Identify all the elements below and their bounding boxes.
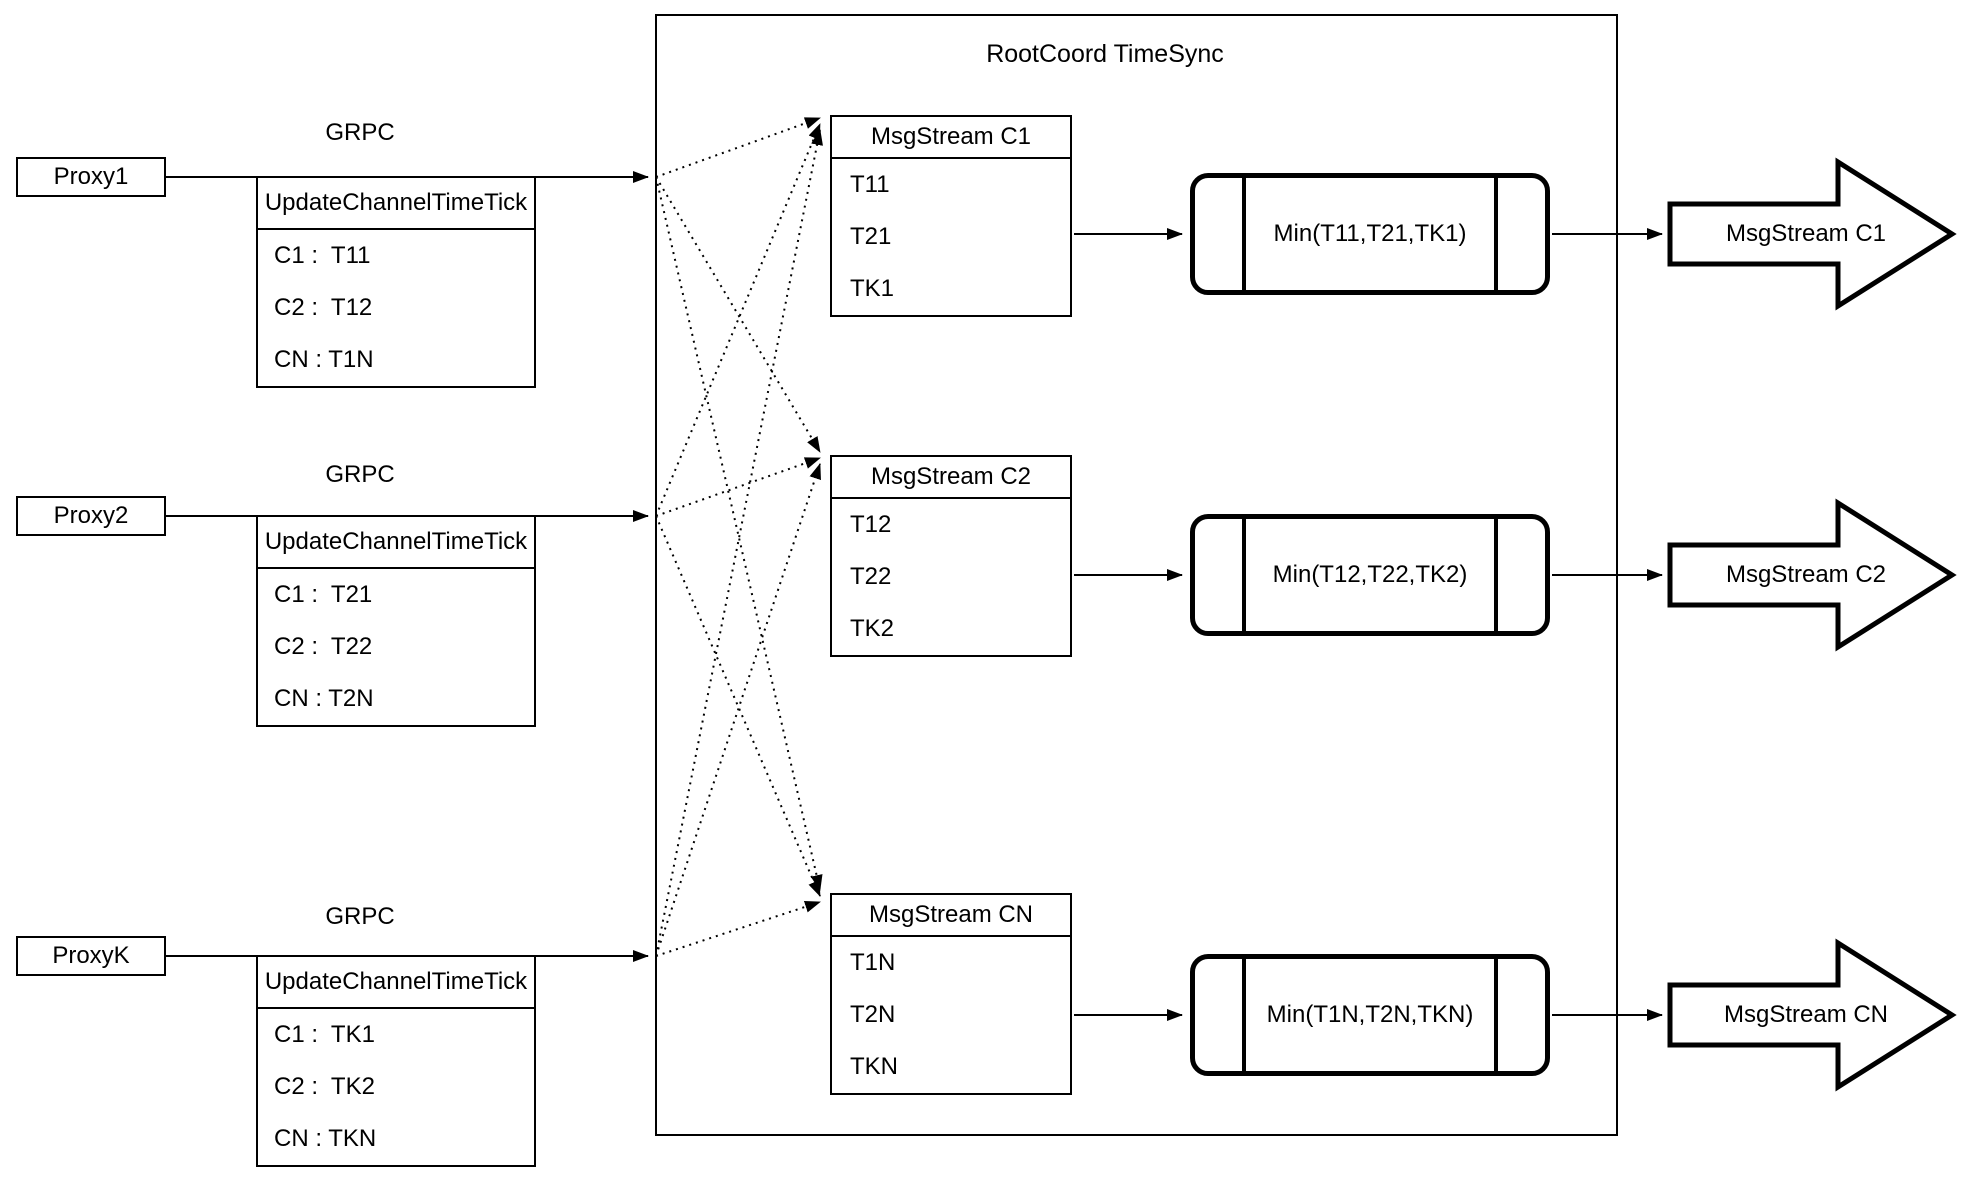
msgstream-table-header: MsgStream CN <box>832 895 1070 937</box>
proxy1-timetick-table: UpdateChannelTimeTick C1 : T11 C2 : T12 … <box>256 176 536 388</box>
msgstream-tick: TK1 <box>850 275 895 302</box>
msgstream-tick: T2N <box>850 1001 896 1028</box>
rootcoord-title: RootCoord TimeSync <box>986 40 1224 68</box>
min-node-label: Min(T12,T22,TK2) <box>1272 561 1468 588</box>
min-node-c1: Min(T11,T21,TK1) <box>1190 173 1550 295</box>
msgstream-tick: T12 <box>850 511 892 538</box>
output-arrow-label-c1: MsgStream C1 <box>1725 220 1887 247</box>
msgstream-tick: T1N <box>850 949 896 976</box>
grpc-label-2: GRPC <box>325 461 395 488</box>
timetick-row: C1 : T21 <box>274 581 373 608</box>
timetick-row: C1 : T11 <box>274 242 371 269</box>
output-arrow-label-cn: MsgStream CN <box>1723 1001 1889 1028</box>
min-node-right-bar <box>1494 178 1498 290</box>
msgstream-cn-table: MsgStream CN T1N T2N TKN <box>830 893 1072 1095</box>
timetick-table-header: UpdateChannelTimeTick <box>258 517 534 569</box>
proxy1-label: Proxy1 <box>53 163 129 190</box>
grpc-label-1: GRPC <box>325 119 395 146</box>
timetick-row: C2 : T22 <box>274 633 373 660</box>
proxyk-box: ProxyK <box>16 936 166 976</box>
msgstream-c1-table: MsgStream C1 T11 T21 TK1 <box>830 115 1072 317</box>
min-node-right-bar <box>1494 519 1498 631</box>
timetick-row: C2 : T12 <box>274 294 373 321</box>
min-node-cn: Min(T1N,T2N,TKN) <box>1190 954 1550 1076</box>
min-node-label: Min(T1N,T2N,TKN) <box>1266 1001 1474 1028</box>
min-node-left-bar <box>1242 959 1246 1071</box>
msgstream-tick: T11 <box>850 171 890 198</box>
output-arrow-label-c2: MsgStream C2 <box>1725 561 1887 588</box>
grpc-label-3: GRPC <box>325 903 395 930</box>
min-node-left-bar <box>1242 519 1246 631</box>
msgstream-tick: TK2 <box>850 615 895 642</box>
min-node-label: Min(T11,T21,TK1) <box>1273 220 1467 247</box>
msgstream-tick: T22 <box>850 563 892 590</box>
msgstream-table-header: MsgStream C1 <box>832 117 1070 159</box>
timetick-table-header: UpdateChannelTimeTick <box>258 178 534 230</box>
proxy2-box: Proxy2 <box>16 496 166 536</box>
proxy1-box: Proxy1 <box>16 157 166 197</box>
timetick-row: C2 : TK2 <box>274 1073 375 1100</box>
proxyk-label: ProxyK <box>52 942 130 969</box>
min-node-left-bar <box>1242 178 1246 290</box>
timetick-row: CN : TKN <box>274 1125 377 1152</box>
proxyk-timetick-table: UpdateChannelTimeTick C1 : TK1 C2 : TK2 … <box>256 955 536 1167</box>
proxy2-timetick-table: UpdateChannelTimeTick C1 : T21 C2 : T22 … <box>256 515 536 727</box>
timetick-row: C1 : TK1 <box>274 1021 375 1048</box>
min-node-c2: Min(T12,T22,TK2) <box>1190 514 1550 636</box>
timetick-row: CN : T2N <box>274 685 374 712</box>
proxy2-label: Proxy2 <box>53 502 129 529</box>
timetick-table-header: UpdateChannelTimeTick <box>258 957 534 1009</box>
msgstream-tick: TKN <box>850 1053 898 1080</box>
msgstream-tick: T21 <box>850 223 892 250</box>
msgstream-c2-table: MsgStream C2 T12 T22 TK2 <box>830 455 1072 657</box>
msgstream-table-header: MsgStream C2 <box>832 457 1070 499</box>
timetick-row: CN : T1N <box>274 346 374 373</box>
min-node-right-bar <box>1494 959 1498 1071</box>
